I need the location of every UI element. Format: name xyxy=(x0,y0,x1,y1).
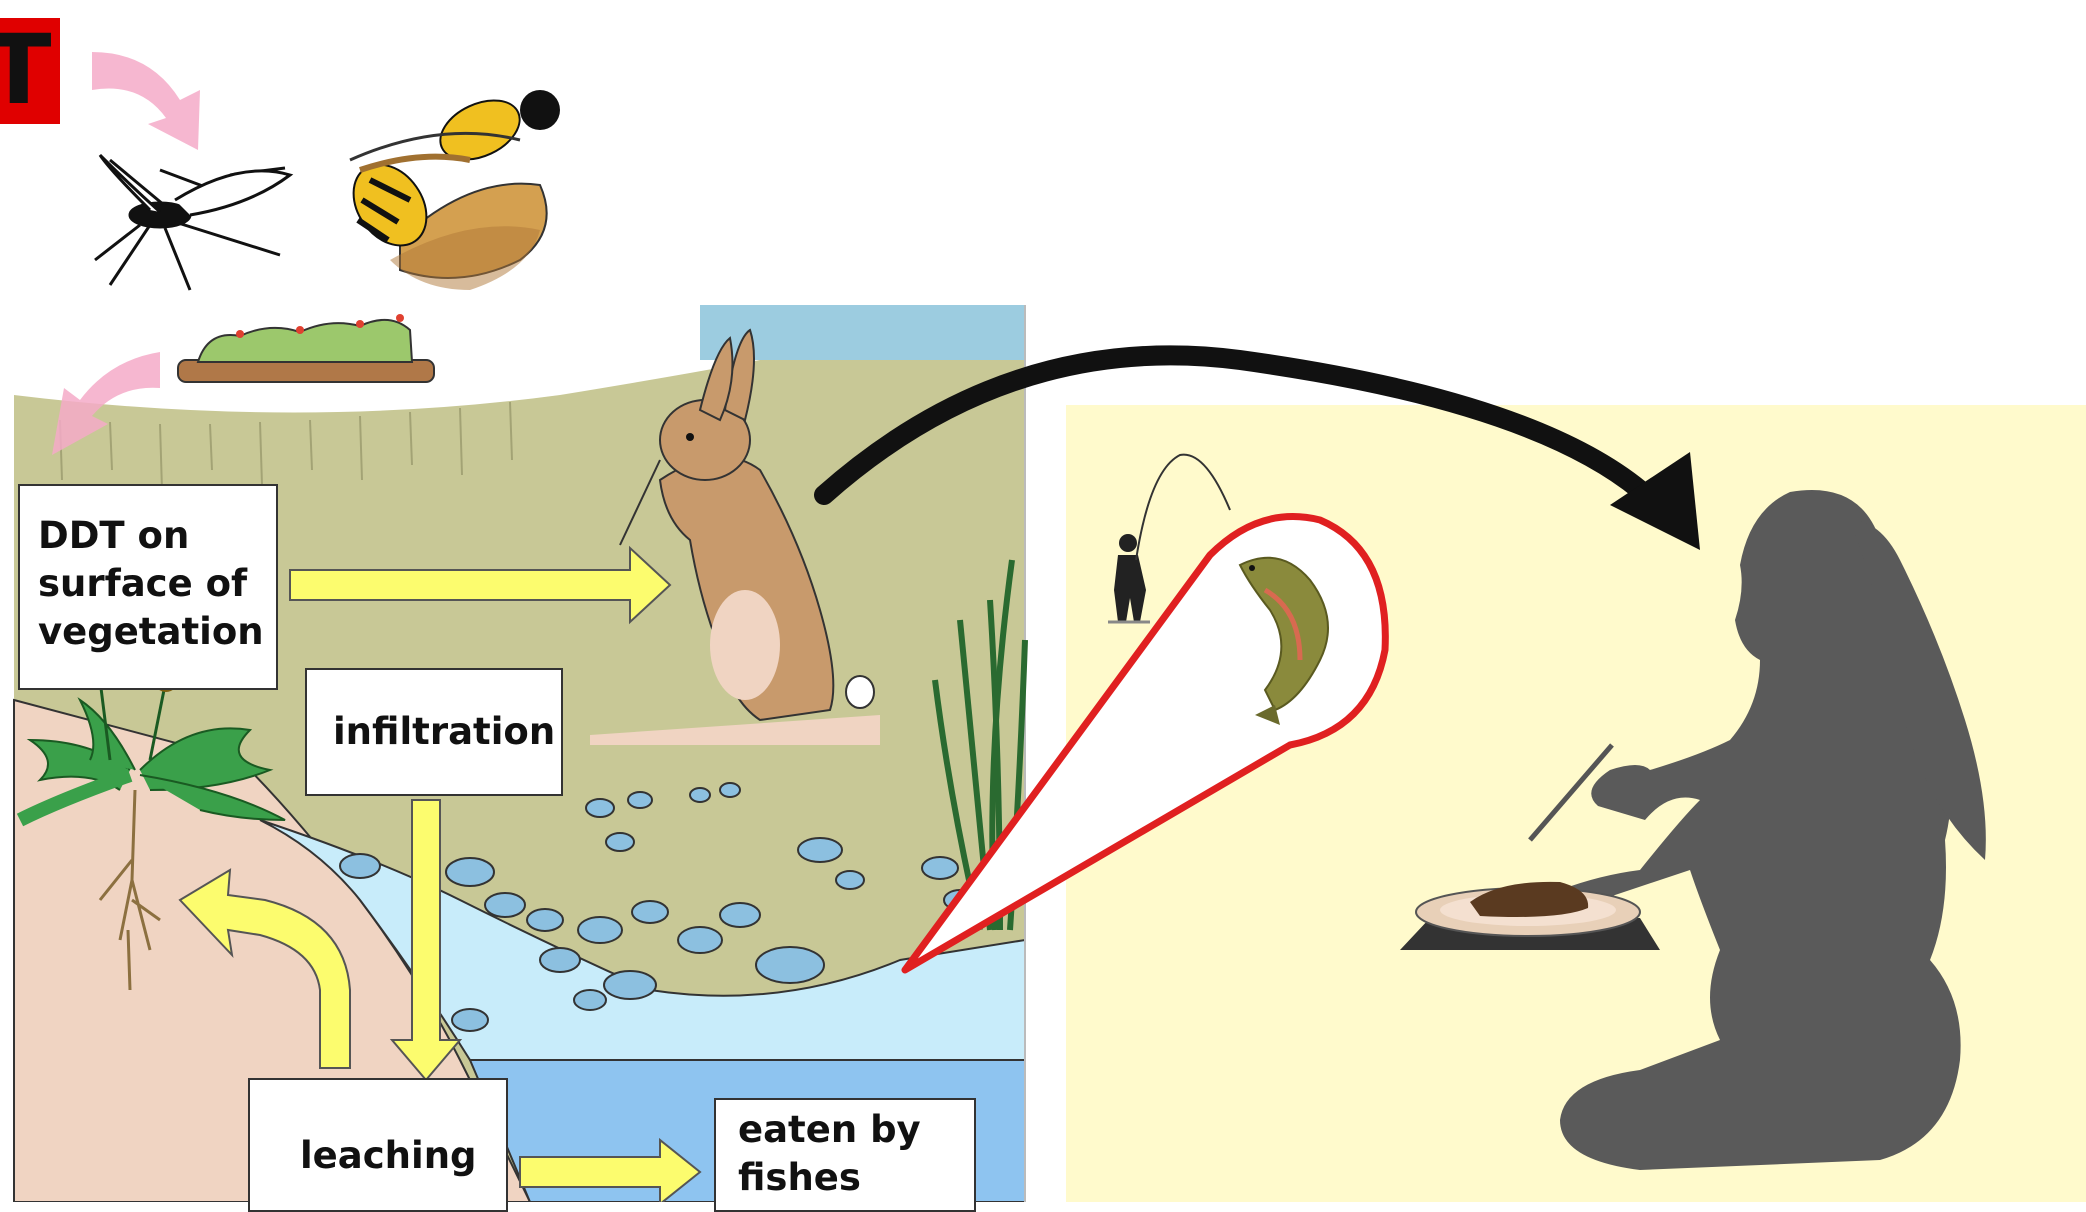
pink-arrow-1 xyxy=(92,52,200,150)
label-line: fishes xyxy=(738,1154,974,1202)
label-line: DDT on xyxy=(38,512,276,560)
label-ddt-on-vegetation: DDT on surface of vegetation xyxy=(18,484,278,690)
label-infiltration: infiltration xyxy=(305,668,563,796)
label-line: vegetation xyxy=(38,608,276,656)
label-leaching: leaching xyxy=(248,1078,508,1212)
corner-badge: T xyxy=(0,18,60,124)
mosquito-icon xyxy=(95,155,290,290)
wasp-icon xyxy=(339,89,560,290)
label-line: surface of xyxy=(38,560,276,608)
label-line: eaten by xyxy=(738,1106,974,1154)
caterpillar-icon xyxy=(178,314,434,382)
label-eaten-by-fishes: eaten by fishes xyxy=(714,1098,976,1212)
